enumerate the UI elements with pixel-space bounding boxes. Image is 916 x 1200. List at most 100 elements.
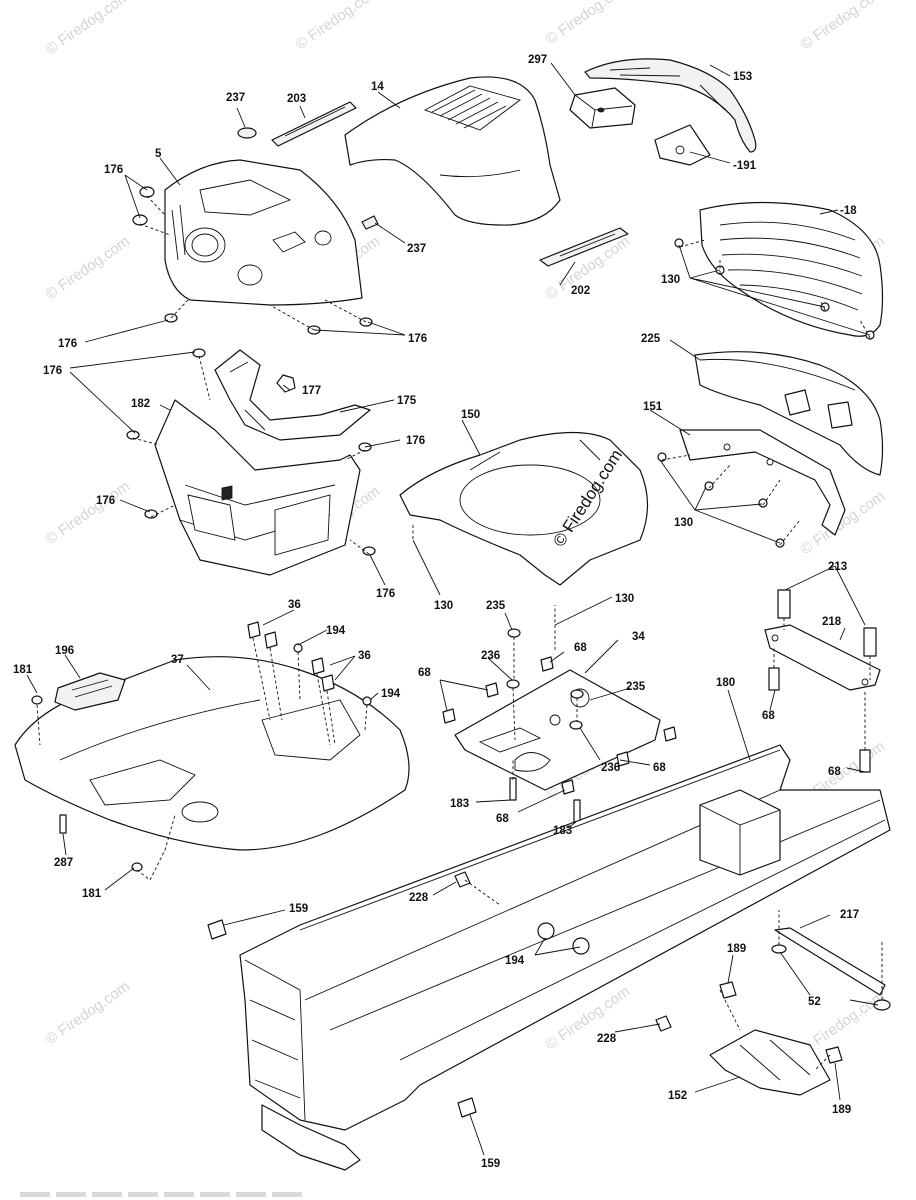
callout-130: 130	[661, 274, 680, 286]
watermark: © Firedog.com	[798, 488, 889, 558]
grille-top-part-153	[584, 58, 757, 153]
leader-lines	[26, 62, 879, 1156]
callout-5: 5	[155, 148, 162, 160]
callout-235: 235	[486, 600, 506, 612]
fender-part-37	[14, 656, 410, 851]
fender-support-part-150	[399, 431, 649, 586]
frame-hardware-set	[207, 871, 672, 1118]
bracket-part-151	[679, 429, 846, 536]
callout-153: 153	[733, 71, 752, 83]
callout-176: 176	[376, 588, 395, 600]
callout-203: 203	[287, 93, 306, 105]
callout-183: 183	[553, 825, 572, 837]
callout-36: 36	[358, 650, 371, 662]
callout-194: 194	[326, 625, 346, 637]
callout-176: 176	[406, 435, 425, 447]
callout-176: 176	[408, 333, 427, 345]
callout-68: 68	[828, 766, 841, 778]
cover-part-196	[54, 672, 126, 711]
watermark: © Firedog.com	[798, 0, 889, 53]
lower-dash-part-182	[154, 399, 361, 576]
callout-228: 228	[597, 1033, 617, 1045]
callout-237: 237	[226, 92, 245, 104]
callout-176: 176	[43, 365, 62, 377]
plug-part-237-top	[237, 127, 257, 139]
watermark: © Firedog.com	[43, 0, 134, 58]
callout-189: 189	[832, 1104, 851, 1116]
watermark: © Firedog.com	[543, 0, 634, 48]
screw-set-130-bracket	[657, 452, 785, 548]
callout-37: 37	[171, 654, 184, 666]
bolt-set-213-68	[768, 589, 877, 773]
rod-part-217	[771, 927, 891, 1011]
callout-217: 217	[840, 909, 859, 921]
frame-part-180	[239, 744, 891, 1171]
callout-68: 68	[762, 710, 775, 722]
shield-part-152	[709, 1029, 831, 1096]
callout-218: 218	[822, 616, 842, 628]
hood-part-14	[344, 76, 561, 226]
bumper-part-225	[694, 351, 884, 476]
grommet-set-176-lower	[126, 348, 376, 556]
callout-152: 152	[668, 1090, 687, 1102]
callout-237: 237	[407, 243, 426, 255]
fastener-set-181	[31, 695, 143, 872]
bracket-part-175	[214, 349, 371, 441]
callout-196: 196	[55, 645, 74, 657]
callout-52: 52	[808, 996, 821, 1008]
callout-68: 68	[574, 642, 587, 654]
knob-part-177	[276, 374, 296, 393]
callout-180: 180	[716, 677, 735, 689]
callout-176: 176	[104, 164, 123, 176]
callout-labels: 237 203 14 297 153 5 176 -191 -18 237 20…	[13, 54, 859, 1170]
callout-68: 68	[496, 813, 509, 825]
bracket-part-191	[654, 124, 711, 166]
callout-176: 176	[96, 495, 115, 507]
callout-297: 297	[528, 54, 547, 66]
callout-228: 228	[409, 892, 429, 904]
callout-213: 213	[828, 561, 847, 573]
callout-150: 150	[461, 409, 480, 421]
callout-189: 189	[727, 943, 746, 955]
callout-183: 183	[450, 798, 469, 810]
callout-151: 151	[643, 401, 663, 413]
callout-194: 194	[505, 955, 525, 967]
callout-159: 159	[481, 1158, 500, 1170]
decal-part-203	[271, 101, 357, 147]
callout-225: 225	[641, 333, 661, 345]
decal-part-202	[539, 227, 629, 267]
bolt-set-189	[719, 981, 843, 1064]
assembly-lines	[36, 195, 883, 1071]
callout-18: -18	[840, 205, 857, 217]
callout-191: -191	[733, 160, 757, 172]
callout-130: 130	[615, 593, 634, 605]
callout-130: 130	[674, 517, 693, 529]
grille-part-18	[699, 201, 884, 337]
callout-177: 177	[302, 385, 321, 397]
watermark: © Firedog.com	[43, 478, 134, 548]
bracket-part-218	[764, 624, 881, 691]
plate-part-34	[454, 669, 661, 791]
watermark: © Firedog.com	[43, 233, 134, 303]
bolt-set-68-plate	[442, 656, 677, 795]
callout-181: 181	[13, 664, 33, 676]
callout-36: 36	[288, 599, 301, 611]
callout-176: 176	[58, 338, 77, 350]
plug-part-237-mid	[361, 215, 379, 230]
callout-194: 194	[381, 688, 401, 700]
callout-182: 182	[131, 398, 150, 410]
watermark: © Firedog.com	[293, 0, 384, 53]
callout-236: 236	[481, 650, 500, 662]
callout-130: 130	[434, 600, 453, 612]
callout-68: 68	[653, 762, 666, 774]
callout-34: 34	[632, 631, 645, 643]
callout-236: 236	[601, 762, 620, 774]
callout-14: 14	[371, 81, 384, 93]
bumper-part-297	[569, 87, 636, 129]
callout-175: 175	[397, 395, 417, 407]
callout-202: 202	[571, 285, 590, 297]
callout-159: 159	[289, 903, 308, 915]
bolt-set-183	[509, 777, 581, 823]
bolt-set-36	[247, 621, 335, 692]
screw-part-287	[59, 814, 67, 834]
